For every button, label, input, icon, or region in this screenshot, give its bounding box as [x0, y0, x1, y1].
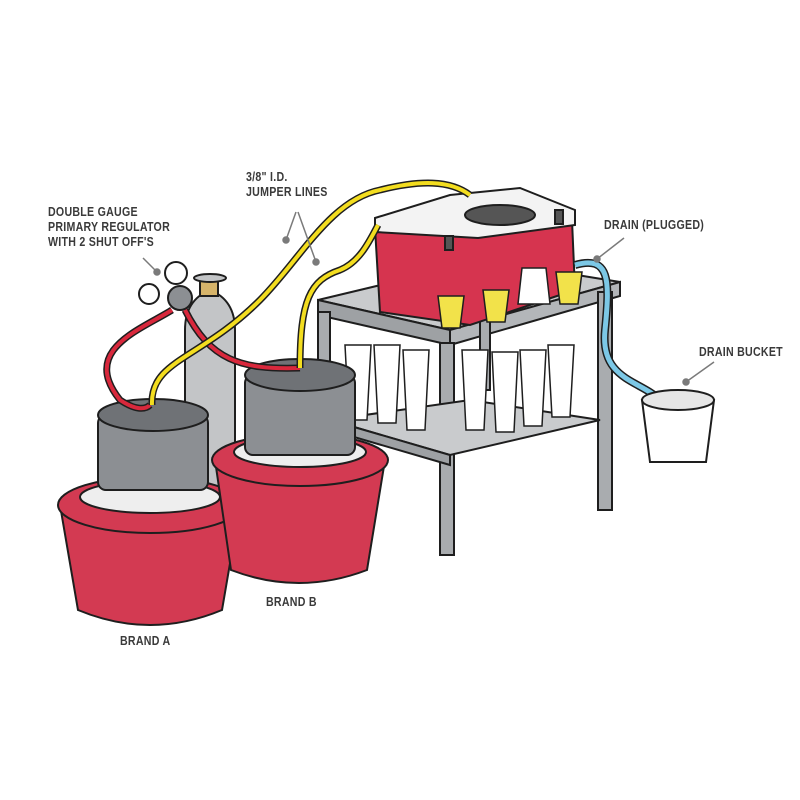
jumper-lines — [148, 179, 473, 406]
tub-brand-a — [57, 476, 243, 626]
regulator — [138, 261, 193, 311]
leader-lines — [142, 211, 715, 386]
keg-brand-a — [97, 398, 209, 491]
drain-bucket-label: DRAIN BUCKET — [699, 345, 783, 359]
regulator-label: DOUBLE GAUGE PRIMARY REGULATOR WITH 2 SH… — [48, 205, 171, 249]
brand-b-label: BRAND B — [266, 595, 317, 609]
gas-lines — [103, 307, 301, 412]
jumper-lines-label: 3/8" I.D. JUMPER LINES — [246, 170, 328, 199]
table-cups — [437, 267, 583, 329]
drain-bucket — [640, 389, 716, 463]
brand-a-label: BRAND A — [120, 634, 171, 648]
keg-brand-b — [244, 358, 356, 456]
tub-brand-b — [211, 433, 389, 584]
drain-label: DRAIN (PLUGGED) — [604, 218, 705, 232]
